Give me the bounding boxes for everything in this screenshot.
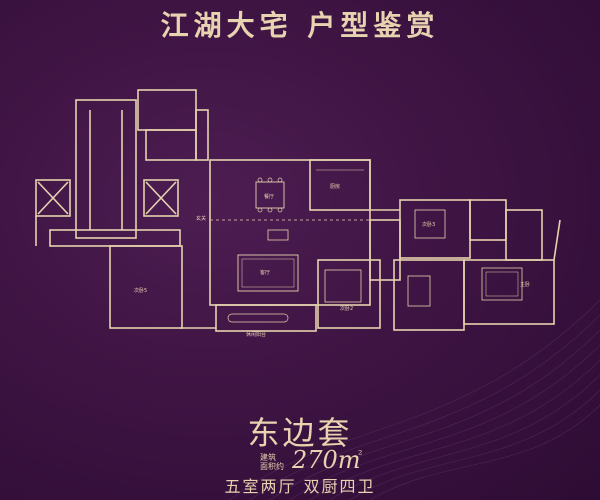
area-label-line2: 面积约	[260, 462, 284, 471]
stair-core	[75, 99, 137, 239]
label-dining: 餐厅	[264, 193, 274, 200]
label-kitchen: 厨房	[330, 183, 340, 190]
room-balcony	[215, 304, 317, 332]
footer: 东边套 建筑 面积约 270m ² 五室两厅 双厨四卫	[0, 405, 600, 500]
area-value: 270m	[292, 446, 361, 474]
label-bedroom2: 次卧2	[340, 305, 353, 312]
label-bedroom5: 次卧5	[134, 287, 147, 294]
room-study	[393, 259, 465, 331]
header: 江湖大宅 户型鉴赏	[0, 0, 600, 48]
elevator-right	[143, 179, 179, 217]
room-bedroom5	[109, 245, 183, 329]
room-master	[463, 259, 555, 325]
room-kitchen	[309, 159, 371, 211]
label-entrance: 玄关	[196, 215, 206, 222]
room-bedroom2	[317, 259, 381, 329]
area-label-line1: 建筑	[260, 453, 276, 462]
layout-description: 五室两厅 双厨四卫	[224, 477, 376, 496]
room-living-dining	[209, 159, 371, 306]
floor-plan-drawing: 次卧5 客厅 餐厅 次卧2 次卧3 主卧 休闲阳台 厨房 玄关	[35, 89, 561, 338]
area-row: 建筑 面积约 270m ²	[260, 446, 410, 476]
elevator-left	[35, 179, 71, 217]
label-living: 客厅	[260, 269, 270, 276]
area-unit: ²	[358, 448, 363, 461]
label-bedroom3: 次卧3	[422, 221, 435, 228]
floor-plan: 次卧5 客厅 餐厅 次卧2 次卧3 主卧 休闲阳台 厨房 玄关	[20, 70, 580, 370]
label-balcony: 休闲阳台	[246, 331, 266, 338]
room-bedroom3	[399, 199, 471, 259]
unit-name: 东边套	[247, 414, 353, 452]
page-title: 江湖大宅 户型鉴赏	[160, 9, 440, 42]
area-label: 建筑 面积约	[260, 453, 288, 471]
label-master: 主卧	[520, 281, 530, 288]
